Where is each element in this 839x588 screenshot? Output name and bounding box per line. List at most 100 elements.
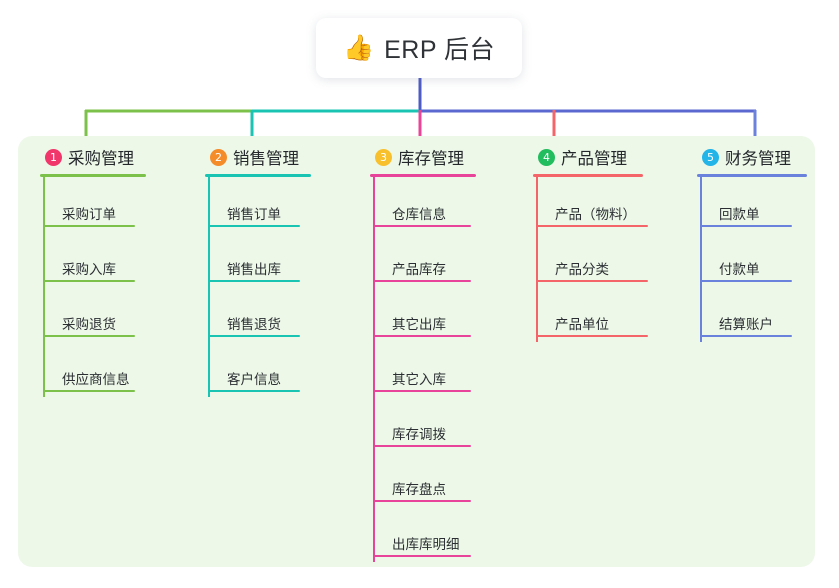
leaf-node[interactable]: 销售出库 [205,232,311,287]
leaf-node-label: 回款单 [719,207,760,222]
leaf-node-underline [373,555,471,557]
branch-children: 销售订单销售出库销售退货客户信息 [205,177,311,397]
leaf-node-underline [208,335,300,337]
leaf-node-label: 采购退货 [62,317,116,332]
branch-header-4[interactable]: 4 产品管理 [533,145,643,169]
branch-children: 产品（物料） 产品分类产品单位 [533,177,648,342]
leaf-node[interactable]: 销售订单 [205,177,311,232]
branch-spine [208,177,210,397]
root-node[interactable]: 👍 ERP 后台 [316,18,522,78]
leaf-node-underline [208,225,300,227]
leaf-node[interactable]: 产品单位 [533,287,648,342]
leaf-node-label: 供应商信息 [62,372,130,387]
branch-spine [373,177,375,562]
leaf-node-underline [43,390,135,392]
leaf-node-label: 结算账户 [719,317,773,332]
branch-column-4: 4 产品管理产品（物料） 产品分类产品单位 [533,145,648,342]
leaf-node[interactable]: 采购退货 [40,287,146,342]
leaf-node-label: 采购入库 [62,262,116,277]
leaf-node-label: 其它入库 [392,372,446,387]
leaf-node[interactable]: 付款单 [697,232,807,287]
leaf-node[interactable]: 库存调拨 [370,397,476,452]
branch-title: 财务管理 [725,150,791,168]
leaf-node-label: 客户信息 [227,372,281,387]
leaf-node[interactable]: 其它出库 [370,287,476,342]
leaf-node-label: 销售退货 [227,317,281,332]
leaf-node-label: 付款单 [719,262,760,277]
branch-header-2[interactable]: 2 销售管理 [205,145,311,169]
branch-underline [697,174,807,177]
leaf-node-underline [43,335,135,337]
leaf-node[interactable]: 采购订单 [40,177,146,232]
branch-underline [40,174,146,177]
leaf-node-underline [373,500,471,502]
leaf-node-label: 仓库信息 [392,207,446,222]
leaf-node-underline [208,390,300,392]
leaf-node-underline [43,225,135,227]
branch-underline [533,174,643,177]
branch-children: 采购订单采购入库采购退货供应商信息 [40,177,146,397]
thumbs-up-icon: 👍 [342,33,375,62]
branch-spine [536,177,538,342]
leaf-node-underline [373,445,471,447]
branch-title: 销售管理 [233,150,299,168]
branch-column-3: 3 库存管理仓库信息产品库存其它出库其它入库库存调拨库存盘点出库库明细 [370,145,476,562]
branch-badge-icon: 5 [702,148,719,166]
leaf-node-underline [373,390,471,392]
branch-badge-icon: 4 [538,148,555,166]
leaf-node[interactable]: 出库库明细 [370,507,476,562]
leaf-node[interactable]: 结算账户 [697,287,807,342]
leaf-node-label: 产品（物料） [555,207,636,222]
branch-children: 回款单付款单结算账户 [697,177,807,342]
leaf-node[interactable]: 其它入库 [370,342,476,397]
diagram-panel [18,136,815,567]
branch-header-3[interactable]: 3 库存管理 [370,145,476,169]
leaf-node[interactable]: 库存盘点 [370,452,476,507]
leaf-node-label: 产品分类 [555,262,609,277]
branch-spine [700,177,702,342]
leaf-node-underline [536,280,648,282]
leaf-node[interactable]: 销售退货 [205,287,311,342]
leaf-node-underline [373,280,471,282]
leaf-node-underline [700,225,792,227]
leaf-node[interactable]: 产品库存 [370,232,476,287]
leaf-node[interactable]: 供应商信息 [40,342,146,397]
leaf-node[interactable]: 客户信息 [205,342,311,397]
leaf-node[interactable]: 采购入库 [40,232,146,287]
leaf-node-label: 采购订单 [62,207,116,222]
leaf-node-underline [536,335,648,337]
leaf-node-label: 产品库存 [392,262,446,277]
leaf-node-label: 库存调拨 [392,427,446,442]
leaf-node-label: 其它出库 [392,317,446,332]
branch-badge-icon: 2 [210,148,227,166]
branch-title: 库存管理 [398,150,464,168]
leaf-node-underline [373,335,471,337]
leaf-node[interactable]: 产品分类 [533,232,648,287]
leaf-node[interactable]: 产品（物料） [533,177,648,232]
branch-header-5[interactable]: 5 财务管理 [697,145,807,169]
leaf-node-underline [700,280,792,282]
leaf-node-underline [373,225,471,227]
branch-children: 仓库信息产品库存其它出库其它入库库存调拨库存盘点出库库明细 [370,177,476,562]
leaf-node-label: 出库库明细 [392,537,460,552]
branch-column-2: 2 销售管理销售订单销售出库销售退货客户信息 [205,145,311,397]
branch-underline [370,174,476,177]
leaf-node-label: 产品单位 [555,317,609,332]
branch-column-5: 5 财务管理回款单付款单结算账户 [697,145,807,342]
leaf-node-underline [43,280,135,282]
branch-badge-icon: 3 [375,148,392,166]
branch-spine [43,177,45,397]
leaf-node[interactable]: 仓库信息 [370,177,476,232]
branch-title: 产品管理 [561,150,627,168]
leaf-node-underline [536,225,648,227]
leaf-node-label: 销售出库 [227,262,281,277]
leaf-node[interactable]: 回款单 [697,177,807,232]
branch-badge-icon: 1 [45,148,62,166]
leaf-node-label: 库存盘点 [392,482,446,497]
leaf-node-underline [208,280,300,282]
branch-underline [205,174,311,177]
root-node-title: ERP 后台 [384,36,496,64]
